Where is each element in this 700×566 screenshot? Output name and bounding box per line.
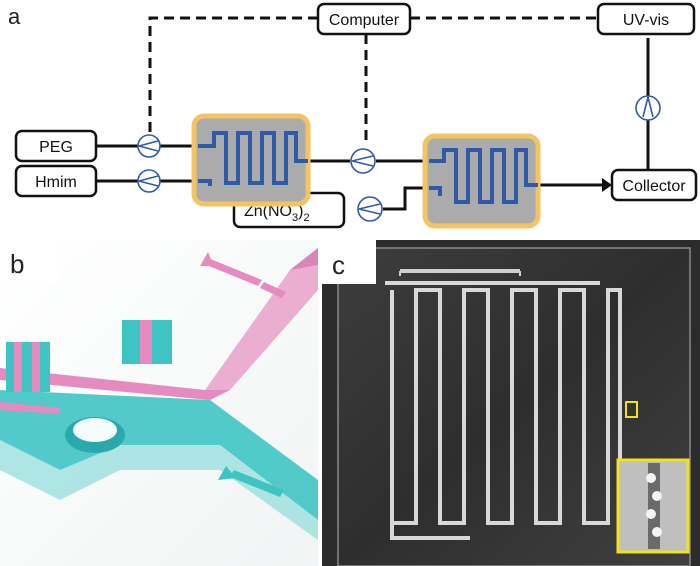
node-collector-label: Collector (622, 178, 686, 195)
flow-arrow-head (602, 178, 612, 192)
flow-arrow-icon (218, 466, 284, 497)
node-hmim: Hmim (14, 164, 98, 198)
panel-c-label: c (332, 250, 345, 280)
pump-icon (137, 169, 161, 193)
panel-b: b (0, 240, 318, 566)
pump-icon (357, 196, 383, 222)
panel-a-label: a (8, 4, 21, 29)
node-computer: Computer (316, 2, 412, 36)
panel-c: c (322, 240, 700, 566)
control-lines (148, 16, 598, 145)
cross-section-2 (122, 320, 172, 364)
node-uv-vis: UV-vis (596, 2, 696, 36)
node-zn-nitrate-label: Zn(NO3)2 (244, 203, 310, 224)
highlight-box (625, 401, 638, 418)
node-peg: PEG (14, 129, 98, 163)
node-uv-vis-label: UV-vis (623, 12, 669, 29)
microreactor-chip-1 (191, 113, 311, 207)
node-hmim-label: Hmim (35, 174, 77, 191)
microreactor-chip-2 (422, 133, 541, 229)
flow-lines (96, 38, 650, 211)
node-peg-label: PEG (39, 139, 73, 156)
flow-arrow-icon (200, 252, 286, 298)
node-collector: Collector (610, 168, 698, 202)
inset-zoom (616, 458, 690, 554)
panel-b-label: b (10, 249, 24, 279)
pump-icon (137, 134, 161, 158)
pump-icon (635, 95, 661, 121)
node-computer-label: Computer (329, 12, 400, 29)
serpentine-channel (385, 281, 622, 540)
cross-section-1 (6, 342, 50, 392)
pump-icon (350, 148, 376, 174)
panel-a: a Computer UV-vis (8, 2, 698, 229)
